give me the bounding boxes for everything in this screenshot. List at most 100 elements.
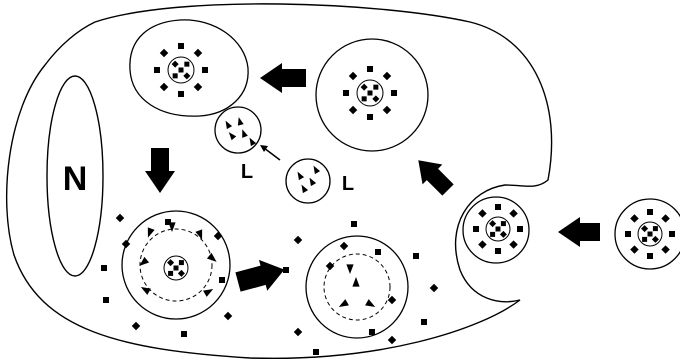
receptor-particle <box>367 114 373 120</box>
ligand-particle <box>173 265 179 271</box>
ligand-particle <box>373 84 379 90</box>
ligand-particle <box>489 220 497 228</box>
particle-square <box>293 327 303 337</box>
ligand-particle <box>652 226 658 232</box>
receptor-particle <box>382 71 392 81</box>
receptor-particle <box>391 90 397 96</box>
nucleus-label: N <box>63 160 88 198</box>
enzyme-triangle <box>147 227 155 238</box>
enzyme-triangle <box>203 289 214 297</box>
ligand-particle <box>641 225 649 233</box>
ligand-particle <box>360 83 368 91</box>
receptor-particle <box>159 48 169 58</box>
enzyme-triangle <box>346 264 354 274</box>
pathway-arrow <box>145 148 175 193</box>
particle-square <box>219 277 225 283</box>
degradation-endosome-inner <box>323 253 391 321</box>
pathway-arrow <box>235 259 285 292</box>
ligand-particle <box>490 231 496 237</box>
receptor-particle <box>154 67 160 73</box>
particle-square <box>293 235 303 245</box>
receptor-particle <box>178 91 184 97</box>
lysosome-arrow-head <box>260 145 268 152</box>
enzyme-triangle <box>139 256 150 266</box>
particle-square <box>351 221 357 227</box>
ligand-particle <box>642 236 648 242</box>
particle-square <box>369 329 375 335</box>
particle-square <box>339 241 349 251</box>
particle-square <box>121 239 131 249</box>
particle-square <box>213 231 223 241</box>
receptor-particle <box>478 240 487 249</box>
receptor-particle <box>625 231 631 237</box>
ligand-particle <box>172 73 178 79</box>
receptor-particle <box>495 248 501 254</box>
particle-square <box>283 267 289 273</box>
enzyme-triangle <box>309 177 317 187</box>
enzyme-triangle <box>365 299 376 307</box>
particle-square <box>101 265 107 271</box>
ligand-particle <box>651 235 659 243</box>
receptor-particle <box>348 71 358 81</box>
particle-square <box>387 295 397 305</box>
particle-square <box>223 311 233 321</box>
particle-square <box>313 349 319 355</box>
particle-square <box>375 249 381 255</box>
ligand-particle <box>183 72 191 80</box>
ligand-particle <box>178 260 184 266</box>
enzyme-triangle <box>140 287 151 295</box>
receptor-particle <box>343 90 349 96</box>
ligand-particle <box>177 269 185 277</box>
lysosome-upper <box>214 106 262 154</box>
ligand-particle <box>168 270 174 276</box>
diagram-marks <box>101 43 675 355</box>
enzyme-triangle <box>228 132 237 141</box>
lysosome-arrow-shaft <box>263 147 281 161</box>
ligand-particle <box>361 96 367 102</box>
receptor-particle <box>202 67 208 73</box>
pathway-arrow <box>418 160 454 196</box>
particle-square <box>131 321 141 331</box>
receptor-particle <box>517 226 523 232</box>
receptor-particle <box>495 204 501 210</box>
receptor-particle <box>367 66 373 72</box>
enzyme-triangle <box>206 252 217 262</box>
ligand-particle <box>372 95 380 103</box>
nucleus <box>46 75 104 277</box>
receptor-particle <box>647 209 653 215</box>
ligand-particle <box>171 60 179 68</box>
receptor-particle <box>647 253 653 259</box>
enzyme-triangle <box>338 299 349 307</box>
particle-square <box>115 213 125 223</box>
receptor-particle <box>159 82 169 92</box>
ligand-particle <box>500 221 506 227</box>
ligand-particle <box>178 67 184 73</box>
ligand-particle <box>167 259 175 267</box>
enzyme-triangle <box>237 117 244 126</box>
receptor-particle <box>669 231 675 237</box>
particle-square <box>325 261 335 271</box>
enzyme-triangle <box>301 184 309 194</box>
lysosome-lower <box>285 158 331 204</box>
ligand-particle <box>184 61 190 67</box>
lysosome-label-2: L <box>342 173 354 195</box>
ligand-particle <box>499 230 507 238</box>
particle-square <box>429 283 439 293</box>
particle-square <box>387 335 397 345</box>
particle-square <box>165 219 171 225</box>
enzyme-triangle <box>297 171 305 181</box>
pathway-arrow <box>558 217 600 247</box>
enzyme-triangle <box>313 165 321 175</box>
receptor-particle <box>473 226 479 232</box>
particle-square <box>181 331 187 337</box>
lysosome-label-1: L <box>241 161 253 183</box>
receptor-particle <box>178 43 184 49</box>
receptor-particle <box>193 82 203 92</box>
enzyme-triangle <box>352 277 360 287</box>
enzyme-triangle <box>249 137 257 147</box>
receptor-particle <box>382 105 392 115</box>
pathway-arrow <box>260 63 306 93</box>
receptor-particle <box>193 48 203 58</box>
